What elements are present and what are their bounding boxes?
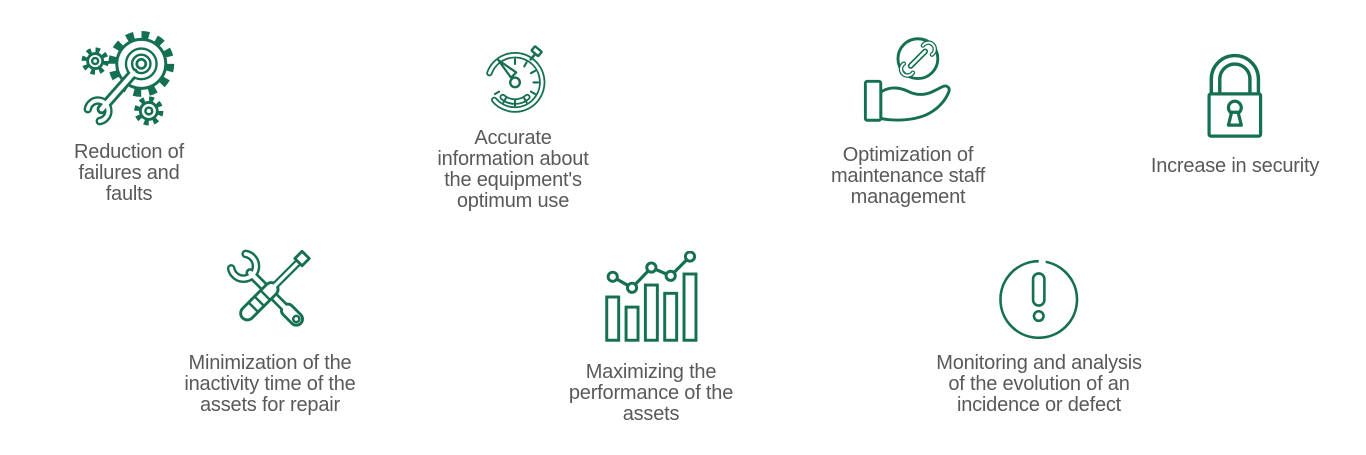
label-line: the equipment's bbox=[444, 169, 582, 191]
padlock-icon bbox=[1207, 53, 1263, 138]
label-line: inactivity time of the bbox=[184, 373, 356, 395]
label-line: assets for repair bbox=[199, 394, 340, 416]
label-line: Accurate bbox=[474, 127, 552, 149]
benefit-item-staff-optimization: Optimization of maintenance staff manage… bbox=[831, 36, 985, 208]
label-line: Optimization of bbox=[842, 144, 974, 166]
label-line: Reduction of bbox=[74, 141, 184, 163]
label-line: management bbox=[850, 186, 966, 208]
benefit-label: Monitoring and analysis of the evolution… bbox=[936, 353, 1142, 416]
stopwatch-gauge-icon bbox=[485, 45, 545, 113]
benefit-label: Accurate information about the equipment… bbox=[437, 128, 588, 212]
benefit-item-maximize-performance: Maximizing the performance of the assets bbox=[569, 251, 733, 425]
label-line: assets bbox=[622, 403, 680, 425]
label-line: information about bbox=[437, 148, 589, 170]
gears-wrench-icon bbox=[81, 30, 175, 126]
crossed-wrench-screwdriver-icon bbox=[226, 249, 311, 327]
label-line: Increase in security bbox=[1150, 155, 1320, 177]
benefit-label: Reduction of failures and faults bbox=[74, 142, 184, 205]
label-line: incidence or defect bbox=[956, 394, 1122, 416]
label-line: Minimization of the bbox=[188, 352, 352, 374]
label-line: Monitoring and analysis bbox=[936, 352, 1142, 374]
label-line: performance of the bbox=[568, 382, 734, 404]
benefit-label: Optimization of maintenance staff manage… bbox=[831, 145, 985, 208]
benefit-item-security: Increase in security bbox=[1151, 46, 1319, 177]
label-line: maintenance staff bbox=[830, 165, 986, 187]
benefit-item-reduction-failures: Reduction of failures and faults bbox=[74, 30, 184, 205]
benefit-item-minimize-inactivity: Minimization of the inactivity time of t… bbox=[184, 247, 356, 416]
bar-chart-trend-icon bbox=[604, 251, 698, 342]
hand-holding-wrench-icon bbox=[863, 37, 951, 122]
benefit-label: Maximizing the performance of the assets bbox=[569, 362, 733, 425]
label-line: faults bbox=[105, 183, 153, 205]
label-line: optimum use bbox=[456, 190, 570, 212]
label-line: of the evolution of an bbox=[948, 373, 1130, 395]
benefit-item-accurate-information: Accurate information about the equipment… bbox=[437, 36, 589, 212]
benefit-item-monitoring-analysis: Monitoring and analysis of the evolution… bbox=[936, 256, 1142, 416]
label-line: failures and bbox=[78, 162, 180, 184]
alert-exclamation-circle-icon bbox=[999, 257, 1079, 340]
label-line: Maximizing the bbox=[585, 361, 717, 383]
benefit-label: Minimization of the inactivity time of t… bbox=[184, 353, 355, 416]
benefit-label: Increase in security bbox=[1151, 156, 1319, 177]
